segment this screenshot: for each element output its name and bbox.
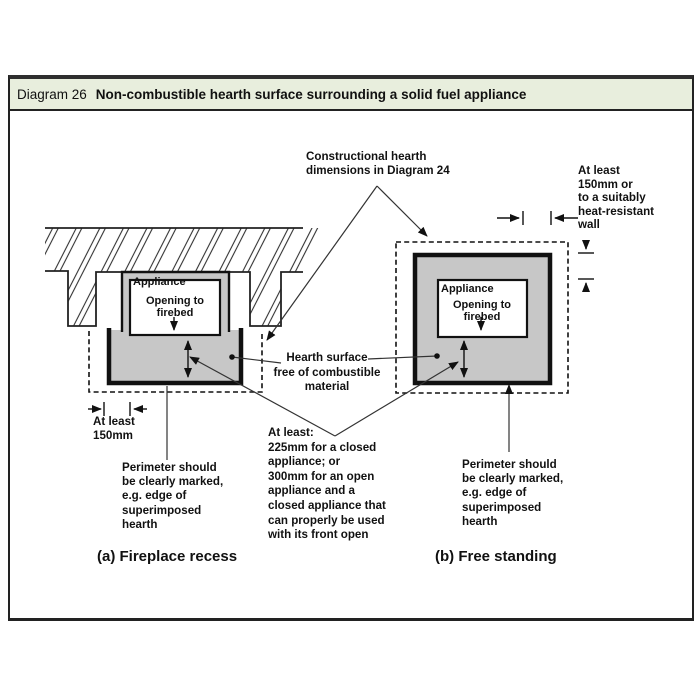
opening-label-b: Opening to firebed — [452, 299, 512, 323]
note-heat-resistant-wall: At least 150mm or to a suitably heat-res… — [578, 164, 655, 232]
note-perimeter-a: Perimeter should be clearly marked, e.g.… — [122, 461, 224, 531]
appliance-label-a: Appliance — [133, 276, 186, 288]
figure-title-bar: Diagram 26 Non-combustible hearth surfac… — [10, 79, 692, 111]
note-at-least-225-300: At least: 225mm for a closed appliance; … — [268, 426, 386, 542]
opening-label-a: Opening to firebed — [145, 295, 205, 319]
caption-free-standing: (b) Free standing — [435, 548, 557, 565]
note-at-least-150-a: At least 150mm — [93, 415, 135, 442]
figure-number: Diagram 26 — [17, 86, 87, 102]
note-hearth-surface: Hearth surface free of combustible mater… — [273, 351, 381, 393]
figure-title: Non-combustible hearth surface surroundi… — [95, 86, 527, 102]
note-constructional-hearth: Constructional hearth dimensions in Diag… — [306, 150, 450, 177]
caption-fireplace-recess: (a) Fireplace recess — [97, 548, 238, 565]
note-perimeter-b: Perimeter should be clearly marked, e.g.… — [462, 458, 564, 528]
appliance-label-b: Appliance — [441, 283, 494, 295]
